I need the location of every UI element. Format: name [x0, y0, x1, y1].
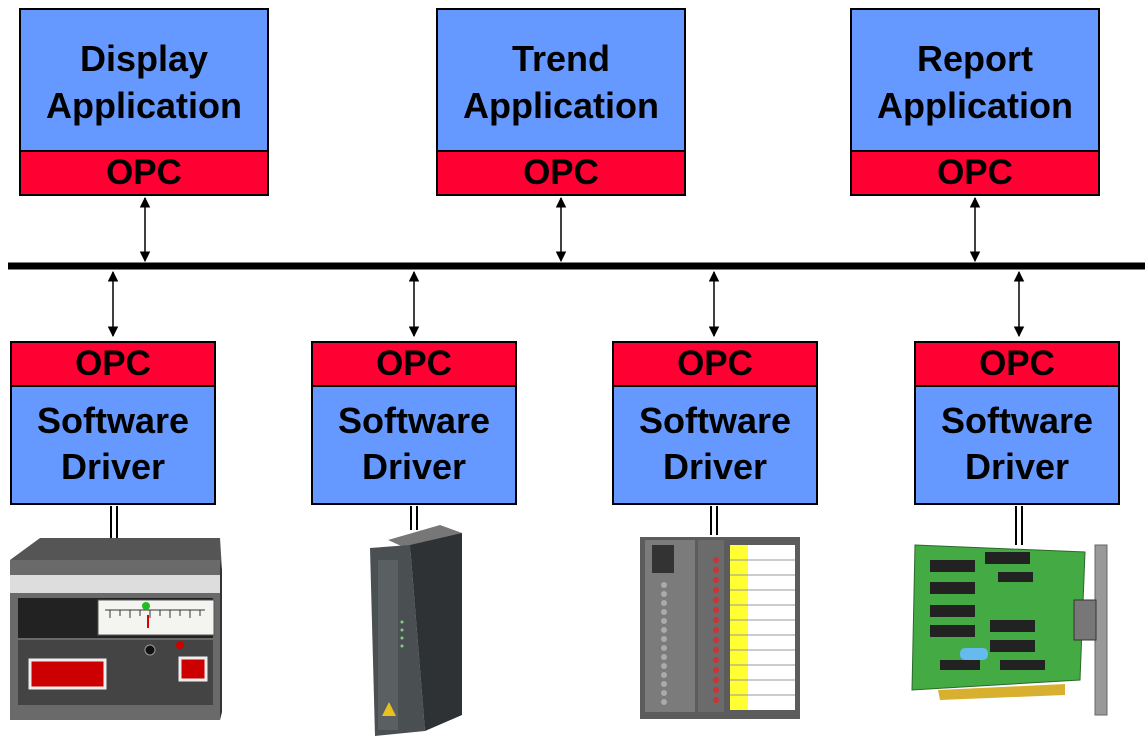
circuit-board-device — [911, 544, 1108, 716]
opc-label: OPC — [12, 343, 214, 387]
driver-title: Software Driver — [36, 400, 190, 487]
controller-module-device — [370, 525, 462, 736]
software-driver-box-4: OPC Software Driver — [914, 341, 1120, 505]
application-title: Report Application — [877, 37, 1073, 126]
software-driver-box-3: OPC Software Driver — [612, 341, 818, 505]
panel-meter-device — [10, 538, 222, 720]
trend-application-box: Trend Application OPC — [436, 8, 686, 196]
driver-title: Software Driver — [337, 400, 491, 487]
software-driver-box-1: OPC Software Driver — [10, 341, 216, 505]
software-driver-box-2: OPC Software Driver — [311, 341, 517, 505]
opc-label: OPC — [614, 343, 816, 387]
application-title: Display Application — [46, 37, 242, 126]
driver-title: Software Driver — [940, 400, 1094, 487]
driver-title: Software Driver — [638, 400, 792, 487]
opc-label: OPC — [313, 343, 515, 387]
device-cables — [110, 506, 1023, 545]
opc-label: OPC — [916, 343, 1118, 387]
opc-label: OPC — [438, 150, 684, 194]
opc-label: OPC — [852, 150, 1098, 194]
opc-label: OPC — [21, 150, 267, 194]
display-application-box: Display Application OPC — [19, 8, 269, 196]
io-module-device — [640, 537, 800, 719]
report-application-box: Report Application OPC — [850, 8, 1100, 196]
application-title: Trend Application — [463, 37, 659, 126]
